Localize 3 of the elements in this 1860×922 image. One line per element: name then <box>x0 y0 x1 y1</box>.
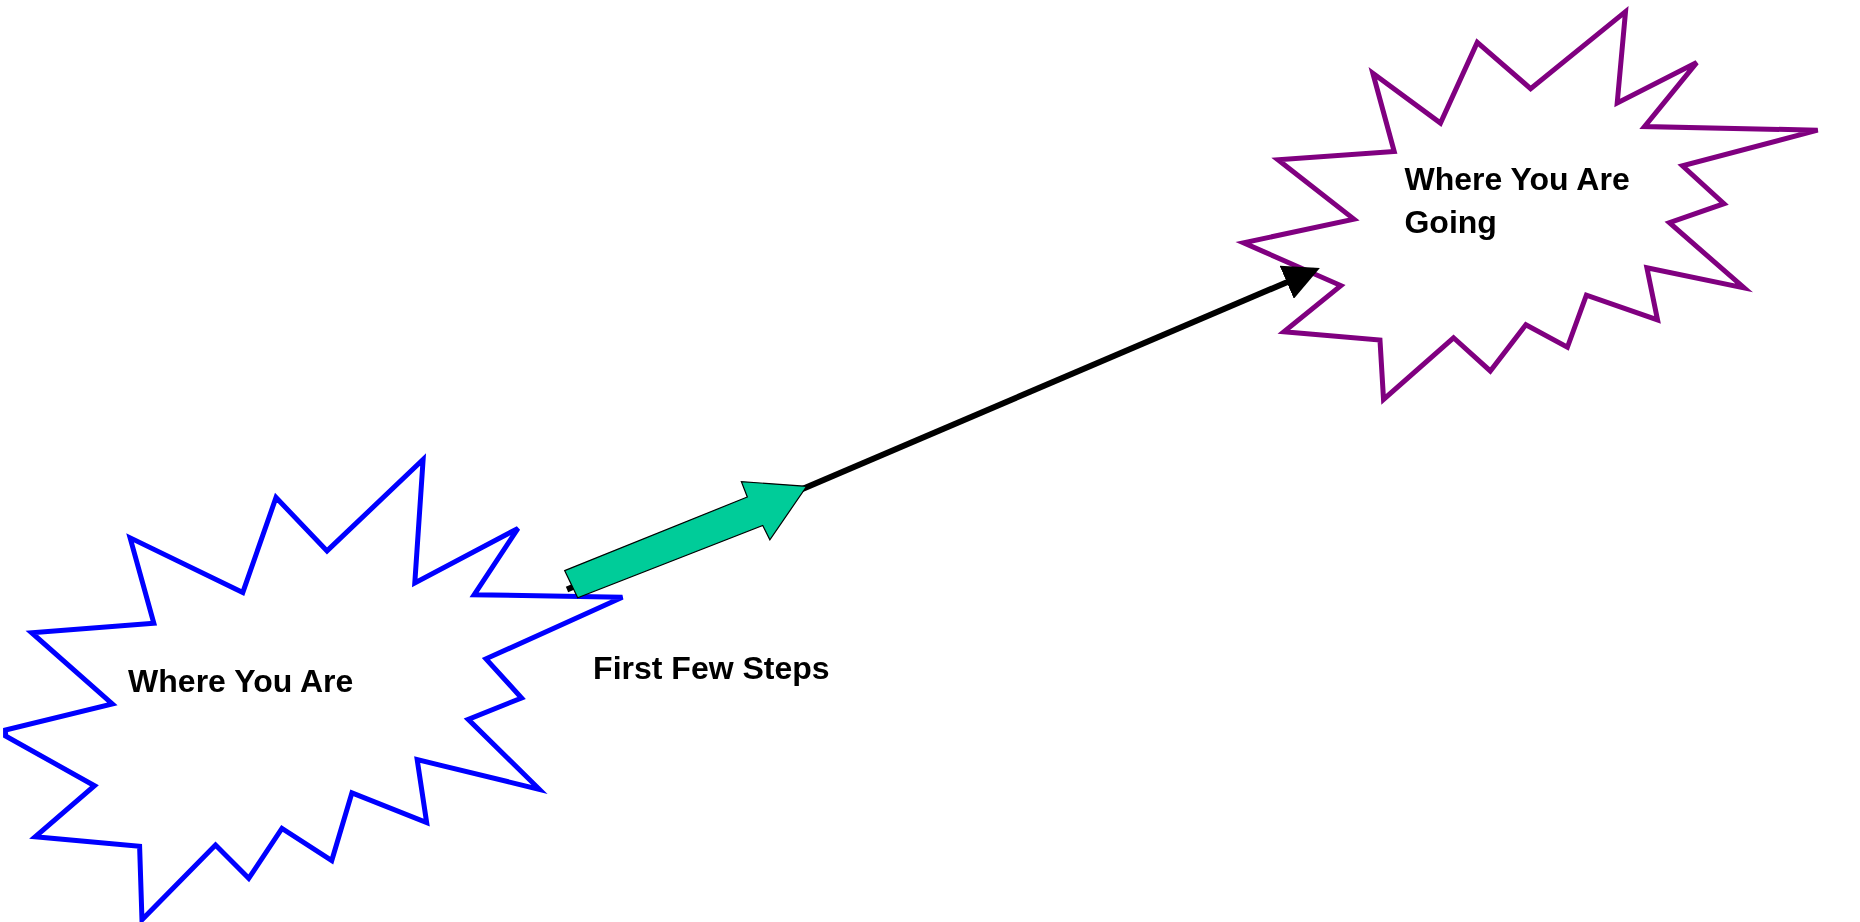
edge-label: First Few Steps <box>593 650 830 688</box>
node-label: Where You Are <box>128 661 355 701</box>
node-label: Where You Are Going <box>1404 159 1631 242</box>
